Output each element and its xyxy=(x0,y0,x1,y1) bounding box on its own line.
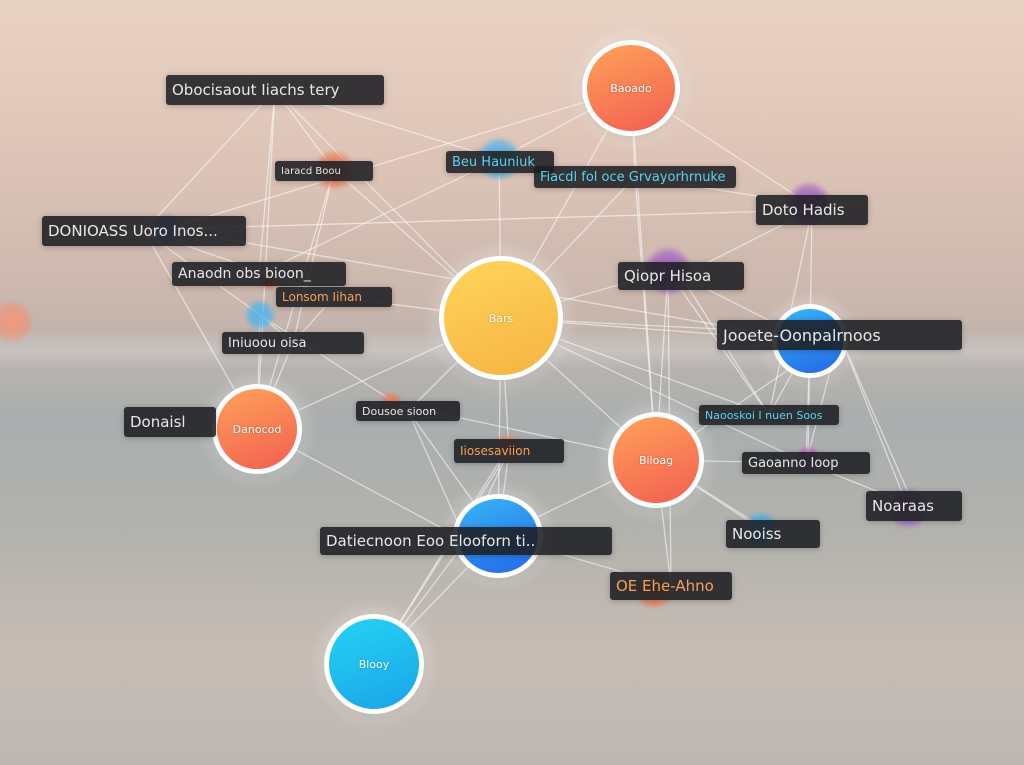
node-label-pill[interactable]: Nooiss xyxy=(726,520,820,548)
pill-text: OE Ehe-Ahno xyxy=(616,577,714,595)
node-label-pill[interactable]: Iniuoou oisa xyxy=(222,332,364,354)
node-label-pill[interactable]: Datiecnoon Eoo Elooforn ti.. xyxy=(320,527,612,555)
pill-text: Qiopr Hisoa xyxy=(624,267,712,285)
node-label-pill[interactable]: OE Ehe-Ahno xyxy=(610,572,732,600)
node-label-pill[interactable]: Iiosesaviion xyxy=(454,439,564,463)
pill-text: Anaodn obs bioon_ xyxy=(178,266,311,282)
node-label-pill[interactable]: Fiacdl fol oce Grvayorhrnuke xyxy=(534,166,736,188)
pill-text: Obocisaout Iiachs tery xyxy=(172,81,340,99)
node-label-pill[interactable]: Iaracd Boou xyxy=(275,161,373,181)
node-label-pill[interactable]: Doto Hadis xyxy=(756,195,868,225)
node-label: Biloag xyxy=(638,453,674,467)
pill-text: Datiecnoon Eoo Elooforn ti.. xyxy=(326,532,536,550)
node-label: Danocod xyxy=(232,422,282,436)
node-label-pill[interactable]: Qiopr Hisoa xyxy=(618,262,744,290)
pill-text: Iiosesaviion xyxy=(460,444,531,458)
node-label: Bars xyxy=(488,311,514,325)
node-label: Blooy xyxy=(358,657,390,671)
node-label-pill[interactable]: Obocisaout Iiachs tery xyxy=(166,75,384,105)
pill-text: Dousoe sioon xyxy=(362,404,437,418)
pill-text: Beu Hauniuk xyxy=(452,154,535,170)
network-edge xyxy=(256,89,276,430)
pill-text: Lonsom Iihan xyxy=(282,290,362,304)
pill-text: Jooete-Oonpalrnoos xyxy=(723,325,881,345)
network-edge xyxy=(838,334,915,507)
node-label-pill[interactable]: Lonsom Iihan xyxy=(276,287,392,307)
pill-text: Nooiss xyxy=(732,525,782,543)
node-label-pill[interactable]: Donaisl xyxy=(124,407,216,437)
network-edge xyxy=(166,209,813,230)
network-edge xyxy=(143,89,276,232)
node-label-pill[interactable]: Gaoanno Ioop xyxy=(742,452,870,474)
pill-text: Iniuoou oisa xyxy=(228,335,307,351)
pill-text: DONIOASS Uoro Inos... xyxy=(48,222,218,240)
network-edge xyxy=(258,158,500,275)
pill-text: Noaraas xyxy=(872,497,934,515)
node-label-pill[interactable]: Beu Hauniuk xyxy=(446,151,554,173)
node-label-pill[interactable]: Naooskoi I nuen Soos xyxy=(699,405,839,425)
pill-text: Gaoanno Ioop xyxy=(748,455,839,471)
node-label-pill[interactable]: Jooete-Oonpalrnoos xyxy=(717,320,962,350)
pill-text: Donaisl xyxy=(130,413,186,431)
node-label-pill[interactable]: Dousoe sioon xyxy=(356,401,460,421)
node-circle[interactable]: Danocod xyxy=(212,384,302,474)
node-label-pill[interactable]: DONIOASS Uoro Inos... xyxy=(42,216,246,246)
node-label: Baoado xyxy=(610,81,652,95)
pill-text: Naooskoi I nuen Soos xyxy=(705,408,823,422)
node-label-pill[interactable]: Noaraas xyxy=(866,491,962,521)
pill-text: Fiacdl fol oce Grvayorhrnuke xyxy=(540,169,726,185)
network-edge xyxy=(258,89,276,275)
pill-text: Iaracd Boou xyxy=(281,165,341,177)
node-circle[interactable]: Biloag xyxy=(608,412,704,508)
network-dot xyxy=(245,300,275,330)
node-label-pill[interactable]: Anaodn obs bioon_ xyxy=(172,262,346,286)
node-circle[interactable]: Baoado xyxy=(582,40,680,136)
network-edge xyxy=(838,334,909,509)
network-edge xyxy=(292,169,335,344)
node-circle-central[interactable]: Bars xyxy=(439,256,563,380)
network-edge xyxy=(166,87,632,230)
pill-text: Doto Hadis xyxy=(762,201,845,219)
node-circle[interactable]: Blooy xyxy=(324,614,424,714)
